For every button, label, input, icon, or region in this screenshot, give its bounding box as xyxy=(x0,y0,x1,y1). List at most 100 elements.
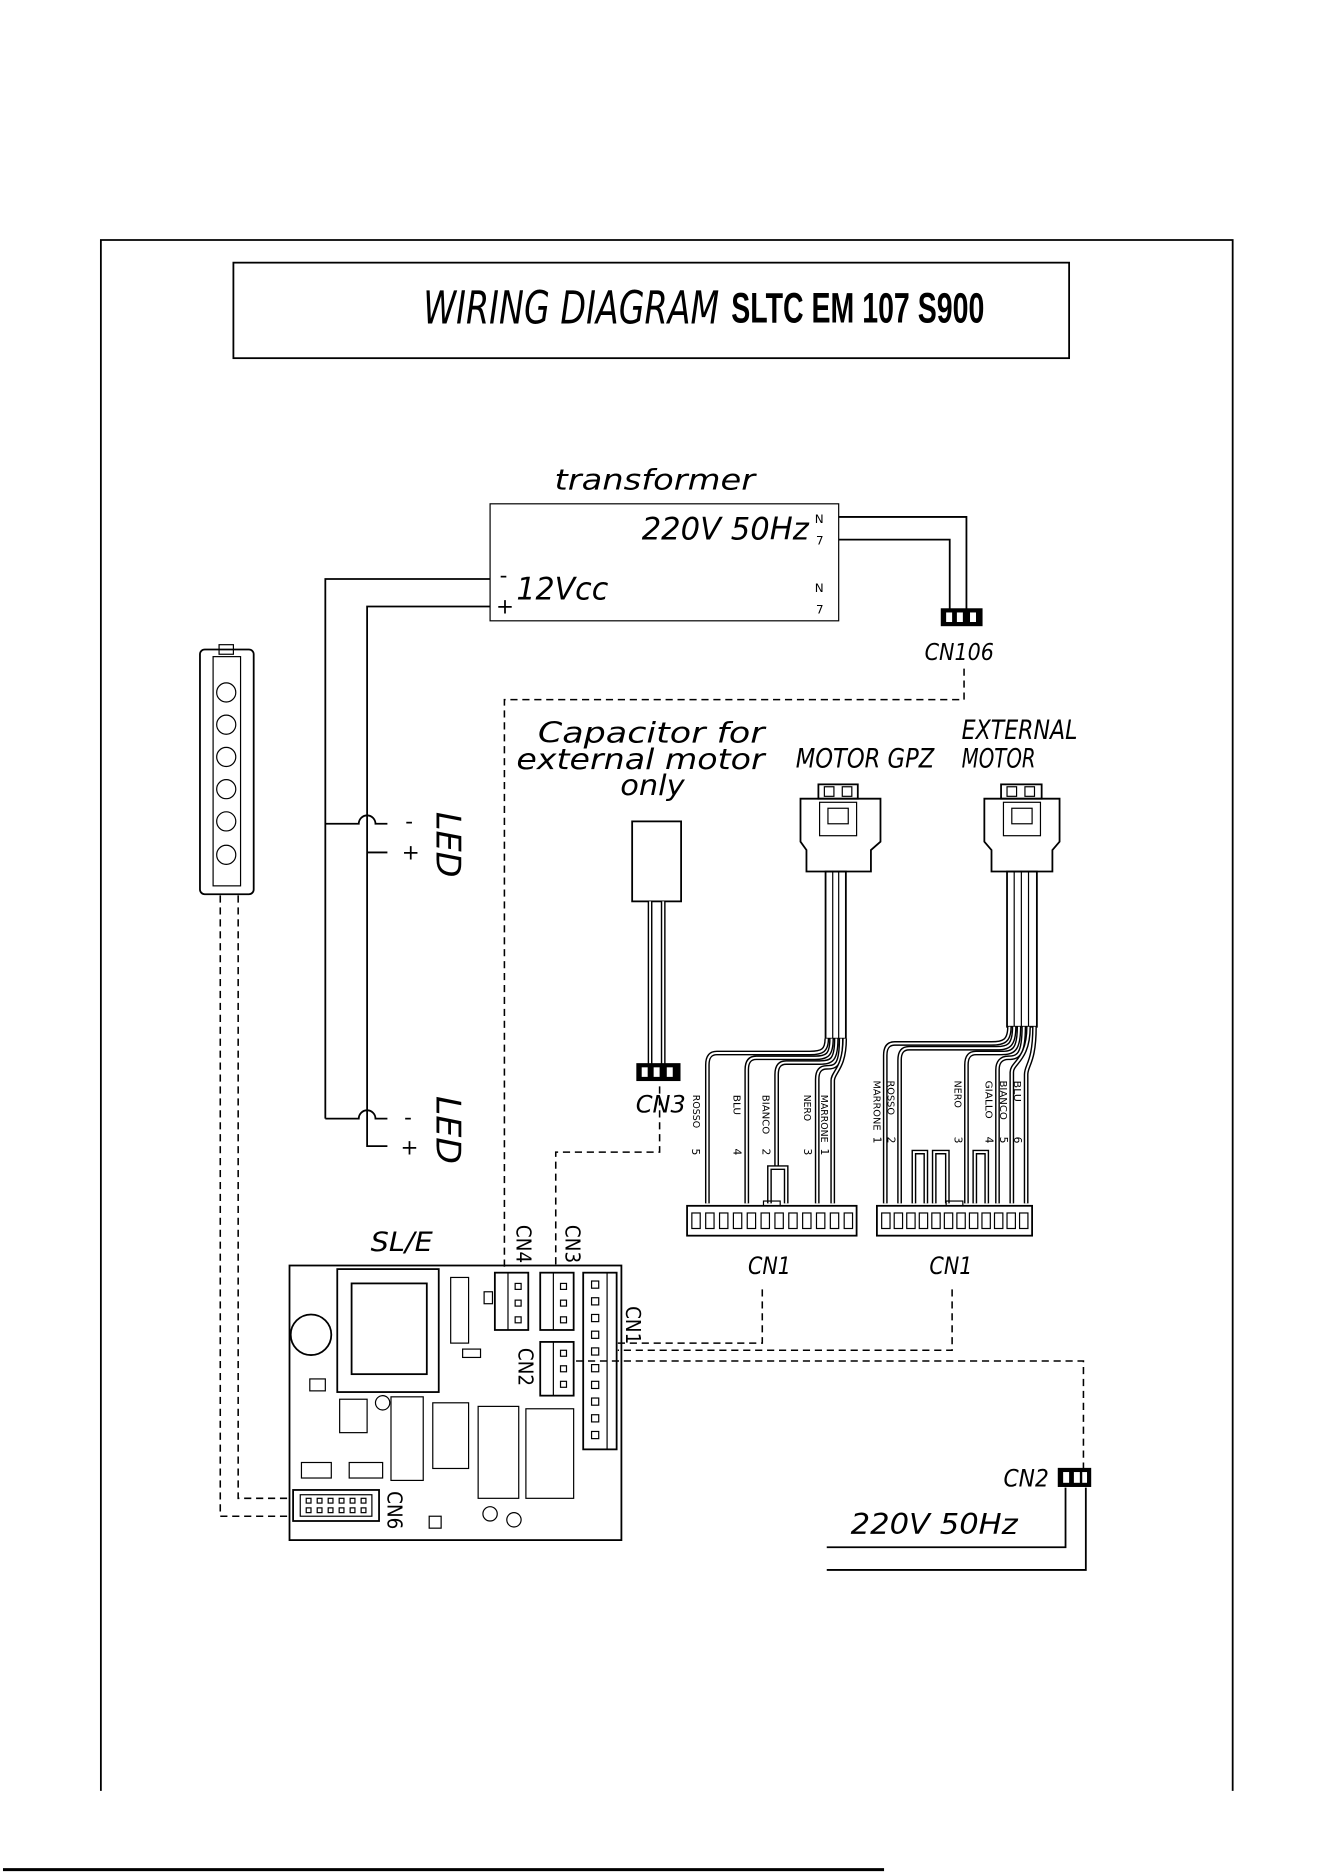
connector-pin xyxy=(944,1213,952,1229)
led-2-plus-label: + xyxy=(401,1135,419,1160)
wire-gpz-bianco-label: BIANCO xyxy=(759,1095,770,1134)
cn1-gpz-pins xyxy=(692,1213,853,1229)
title-model: SLTC EM 107 S900 xyxy=(731,284,984,332)
wire-gpz-blu-pin: 4 xyxy=(731,1149,744,1156)
led-2-label: LED xyxy=(428,1096,467,1164)
transformer-label: transformer xyxy=(555,462,758,496)
connector-pin xyxy=(761,1213,769,1229)
wire-ext-jumper xyxy=(975,1152,987,1203)
board-cn2 xyxy=(540,1342,573,1396)
board-cn6-pins xyxy=(306,1508,366,1513)
connector-pin xyxy=(306,1498,311,1503)
board-component xyxy=(507,1513,521,1527)
led-1-minus-label: - xyxy=(405,810,413,835)
board-cn2-label: CN2 xyxy=(514,1348,538,1386)
connector-pin xyxy=(969,1213,977,1229)
wire-ext-bianco-pin: 5 xyxy=(997,1137,1010,1144)
led-strip-lamp xyxy=(217,812,236,831)
control-board: CN4 CN3 CN1 CN2 CN6 xyxy=(290,1225,646,1540)
wire-ext-marrone-pin: 1 xyxy=(870,1137,883,1144)
external-motor-plug-pin xyxy=(1025,787,1035,797)
connector-pin xyxy=(592,1398,599,1405)
connector-pin xyxy=(1020,1213,1028,1229)
board-component xyxy=(310,1379,326,1391)
motor-gpz-plug-window xyxy=(820,802,857,835)
board-cn6-label: CN6 xyxy=(382,1491,406,1529)
external-motor-plug-latch xyxy=(1012,808,1032,824)
board-cn3 xyxy=(540,1273,573,1330)
led-2-minus-label: - xyxy=(404,1106,412,1131)
led-strip-lamp xyxy=(217,747,236,766)
connector-pin xyxy=(317,1498,322,1503)
wire-gpz-nero-label: NERO xyxy=(801,1095,812,1121)
board-relay xyxy=(433,1403,469,1469)
connector-pin xyxy=(592,1314,599,1321)
board-transformer-core xyxy=(352,1283,427,1374)
connector-pin xyxy=(894,1213,902,1229)
board-component xyxy=(340,1399,367,1432)
led-strip-lamp xyxy=(217,715,236,734)
board-relay xyxy=(526,1409,574,1499)
led-strip-lamp xyxy=(217,780,236,799)
led-2: - + LED xyxy=(325,1096,467,1164)
led-strip-to-cn6-link xyxy=(220,895,289,1516)
capacitor-label-line-3: only xyxy=(620,768,686,802)
connector-pin xyxy=(919,1213,927,1229)
connector-pin xyxy=(561,1300,567,1306)
transformer-output-minus: - xyxy=(500,564,508,589)
cn1-ext-to-board-link xyxy=(618,1289,952,1350)
cn106-connector xyxy=(941,609,982,626)
cn106-slot xyxy=(946,612,952,622)
motor-gpz-plug-pin xyxy=(824,787,834,797)
motor-gpz-cable xyxy=(826,872,846,1039)
connector-pin xyxy=(592,1381,599,1388)
transformer-n-wire xyxy=(839,517,967,609)
cn106-label: CN106 xyxy=(925,640,994,666)
cn1-ext-body xyxy=(877,1206,1032,1236)
led-1-plus-label: + xyxy=(402,841,420,866)
cn2-mains-label: CN2 xyxy=(1003,1464,1048,1492)
wire-ext-giallo-label: GIALLO xyxy=(983,1080,994,1118)
board-cn2-to-mains-link xyxy=(576,1361,1083,1468)
motor-gpz-plug-pin xyxy=(842,787,852,797)
connector-pin xyxy=(561,1283,567,1289)
wire-ext-marrone-label: MARRONE xyxy=(870,1080,881,1130)
cn1-ext-pins xyxy=(882,1213,1028,1229)
cn106-slot xyxy=(957,612,963,622)
connector-pin xyxy=(592,1348,599,1355)
connector-pin xyxy=(1007,1213,1015,1229)
wire-ext-blu-label: BLU xyxy=(1011,1080,1022,1101)
connector-pin xyxy=(328,1508,333,1513)
connector-pin xyxy=(592,1415,599,1422)
cn1-ext-label: CN1 xyxy=(929,1252,972,1280)
capacitor-body xyxy=(632,821,681,901)
cn1-gpz-body xyxy=(687,1206,857,1236)
external-motor-label-line-2: MOTOR xyxy=(962,745,1036,775)
connector-pin xyxy=(994,1213,1002,1229)
connector-pin xyxy=(692,1213,700,1229)
motor-gpz-plug-latch xyxy=(828,808,848,824)
connector-pin xyxy=(592,1331,599,1338)
board-cn4 xyxy=(495,1273,528,1330)
title-heading: WIRING DIAGRAM xyxy=(423,282,719,335)
led-strip-lamp xyxy=(217,683,236,702)
cn2-mains-slot xyxy=(1063,1472,1069,1483)
wire-gpz-rosso-pin: 5 xyxy=(689,1149,702,1156)
transformer-l-wire xyxy=(839,540,950,609)
board-cn2-pins xyxy=(561,1350,567,1387)
wire-ext-blu-pin: 6 xyxy=(1011,1137,1024,1144)
title-block: WIRING DIAGRAM SLTC EM 107 S900 xyxy=(233,263,1069,359)
board-cn3-pins xyxy=(561,1283,567,1322)
wire-ext-nero-label: NERO xyxy=(952,1080,963,1107)
connector-pin xyxy=(350,1508,355,1513)
wire-ext-giallo-pin: 4 xyxy=(983,1137,996,1144)
wire-gpz-marrone-label: MARRONE xyxy=(818,1095,829,1143)
external-motor-plug-pin xyxy=(1007,787,1017,797)
led-strip-to-cn6-link xyxy=(238,895,289,1498)
led-strip xyxy=(200,645,254,895)
wire-gpz-rosso-label: ROSSO xyxy=(690,1095,701,1128)
wire-gpz-jumper xyxy=(769,1168,786,1204)
cn3-capacitor-slot xyxy=(642,1067,648,1077)
connector-pin xyxy=(339,1498,344,1503)
capacitor: Capacitor for external motor only CN3 xyxy=(516,716,767,1119)
